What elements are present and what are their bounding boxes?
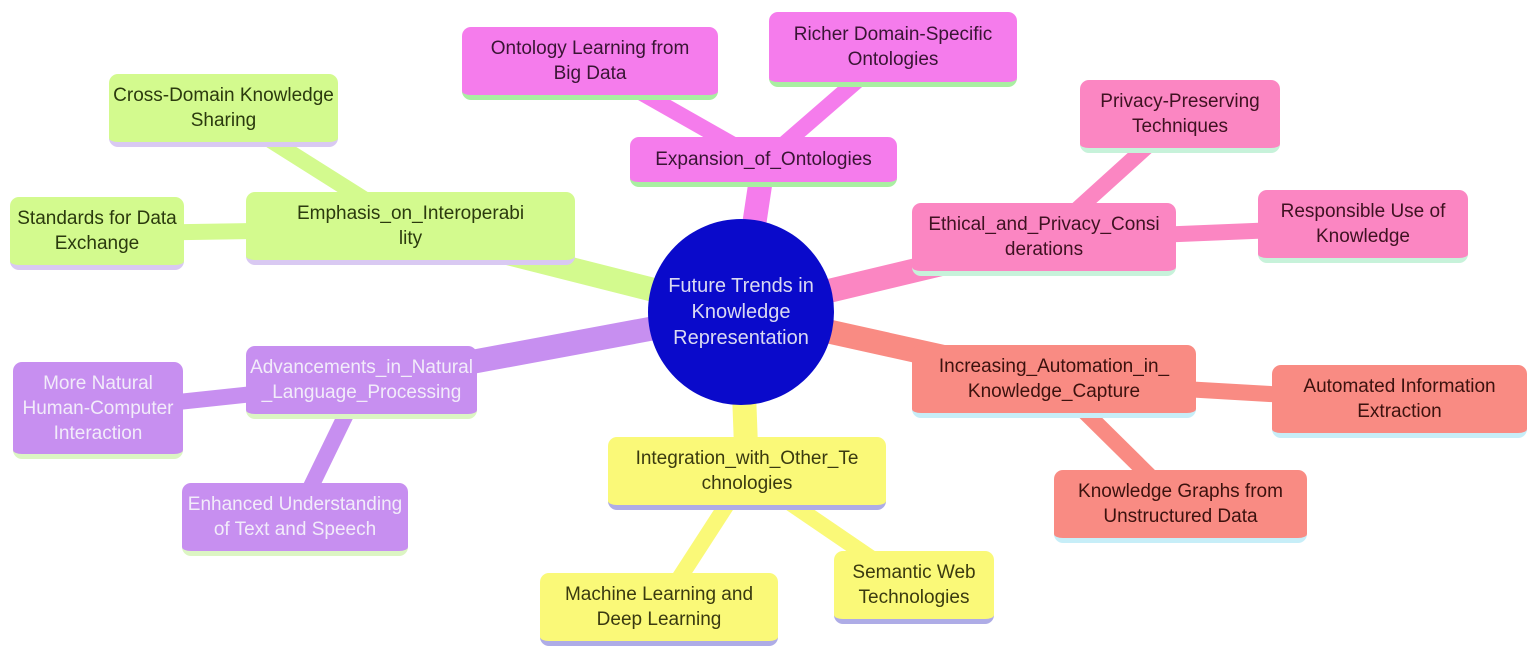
node-automated: Automated Information Extraction xyxy=(1272,365,1527,438)
node-privacy: Privacy-Preserving Techniques xyxy=(1080,80,1280,153)
node-more_natural: More Natural Human-Computer Interaction xyxy=(13,362,183,459)
node-knowledge_graphs: Knowledge Graphs from Unstructured Data xyxy=(1054,470,1307,543)
node-machine_learning: Machine Learning and Deep Learning xyxy=(540,573,778,646)
node-increasing: Increasing_Automation_in_ Knowledge_Capt… xyxy=(912,345,1196,418)
node-expansion: Expansion_of_Ontologies xyxy=(630,137,897,187)
node-cross_domain: Cross-Domain Knowledge Sharing xyxy=(109,74,338,147)
node-ontology_learning: Ontology Learning from Big Data xyxy=(462,27,718,100)
node-richer_ontologies: Richer Domain-Specific Ontologies xyxy=(769,12,1017,87)
node-enhanced: Enhanced Understanding of Text and Speec… xyxy=(182,483,408,556)
node-standards: Standards for Data Exchange xyxy=(10,197,184,270)
node-advancements: Advancements_in_Natural _Language_Proces… xyxy=(246,346,477,419)
node-responsible: Responsible Use of Knowledge xyxy=(1258,190,1468,263)
root-node: Future Trends in Knowledge Representatio… xyxy=(648,219,834,405)
node-emphasis: Emphasis_on_Interoperabi lity xyxy=(246,192,575,265)
node-ethical: Ethical_and_Privacy_Consi derations xyxy=(912,203,1176,276)
node-integration: Integration_with_Other_Te chnologies xyxy=(608,437,886,510)
node-semantic_web: Semantic Web Technologies xyxy=(834,551,994,624)
